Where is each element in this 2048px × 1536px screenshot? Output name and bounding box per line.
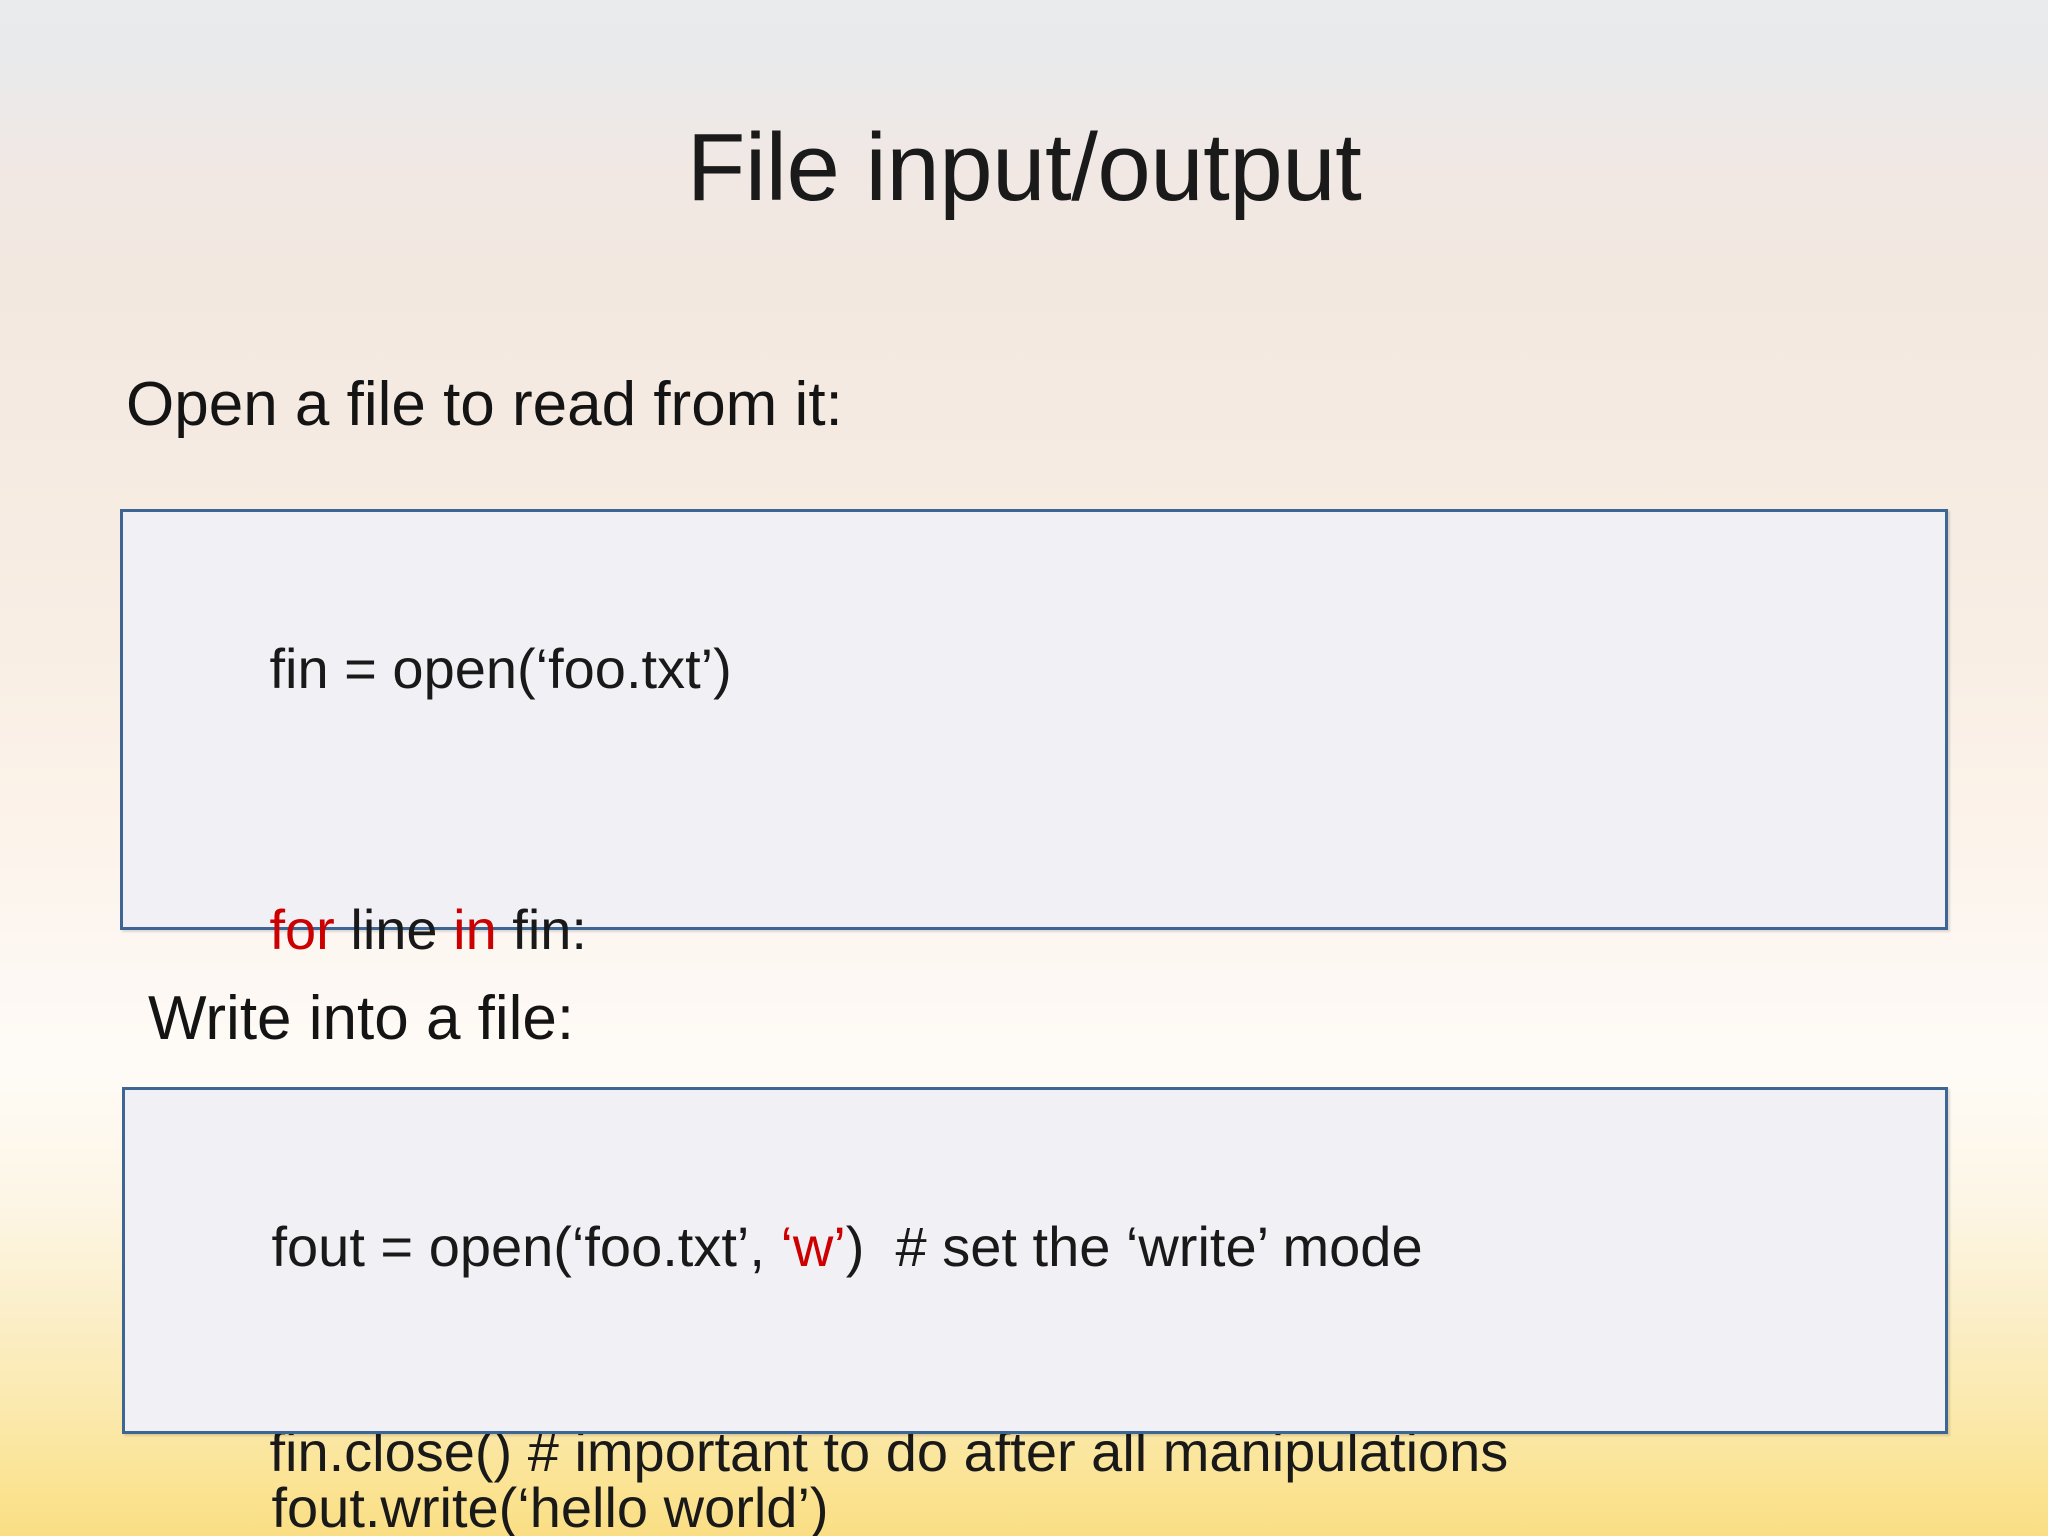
- code-line: fout = open(‘foo.txt’, ‘w’) # set the ‘w…: [147, 1116, 1945, 1377]
- code-line: fin = open(‘foo.txt’): [145, 538, 1945, 799]
- code-token: fout.write(‘hello world’): [271, 1476, 829, 1536]
- code-keyword-write-mode: ‘w’: [780, 1215, 846, 1278]
- code-keyword-for: for: [269, 898, 335, 961]
- section-heading-read: Open a file to read from it:: [126, 370, 843, 439]
- page-title: File input/output: [686, 114, 1362, 221]
- code-lines-write: fout = open(‘foo.txt’, ‘w’) # set the ‘w…: [125, 1090, 1945, 1536]
- code-line: fout.write(‘hello world’): [147, 1377, 1945, 1536]
- code-line: for line in fin:: [145, 799, 1945, 1060]
- section-heading-write: Write into a file:: [148, 984, 575, 1053]
- code-keyword-in: in: [453, 898, 497, 961]
- code-block-write: fout = open(‘foo.txt’, ‘w’) # set the ‘w…: [122, 1087, 1948, 1536]
- code-token: fin = open(‘foo.txt’): [269, 637, 732, 700]
- code-token: fout = open(‘foo.txt’,: [271, 1215, 781, 1278]
- code-block-read: fin = open(‘foo.txt’) for line in fin: p…: [120, 509, 1948, 1483]
- code-token: ) # set the ‘write’ mode: [845, 1215, 1423, 1278]
- code-token: fin:: [496, 898, 587, 961]
- code-token: line: [334, 898, 454, 961]
